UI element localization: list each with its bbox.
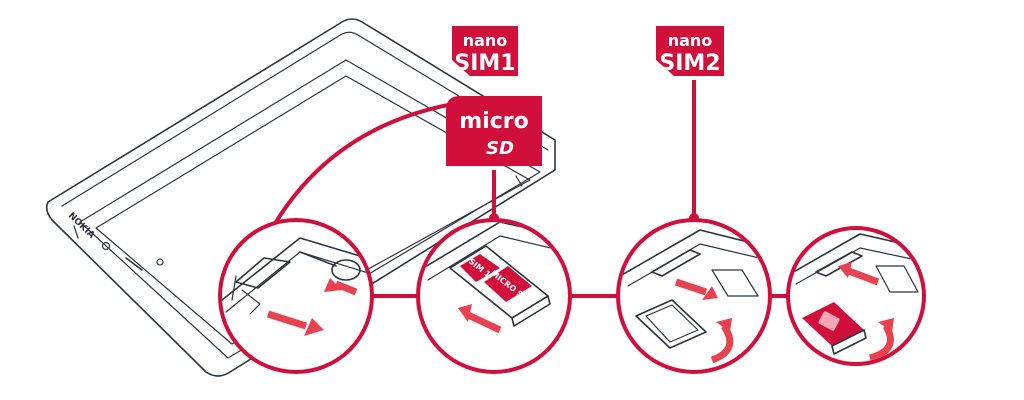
step-circle-open-tray	[218, 218, 374, 374]
push-arrow-icon	[844, 266, 880, 286]
step-circle-flip-tray	[616, 218, 772, 374]
sim-card-icon	[802, 302, 864, 346]
earpiece-speaker	[125, 257, 143, 271]
badge-line2: SIM2	[659, 51, 720, 76]
badge-line2: SIM1	[454, 51, 515, 76]
microsd-logo-line1: micro	[459, 109, 528, 134]
push-arrow-icon	[464, 310, 502, 334]
flip-arrow-icon	[710, 324, 734, 364]
microsd-card-icon	[484, 266, 532, 302]
step-circle-insert-sim2	[786, 226, 926, 366]
proximity-sensor-icon	[156, 258, 164, 266]
push-arrow-icon	[266, 310, 308, 330]
sim1-card-icon	[460, 254, 500, 282]
badge-line1: nano	[668, 31, 713, 50]
nano-sim2-badge: nano SIM2	[656, 26, 724, 76]
tray-outline	[635, 299, 707, 349]
badge-line1: nano	[463, 31, 508, 50]
flip-arrow-icon	[868, 324, 894, 362]
microsd-logo-line2: SD	[486, 138, 514, 159]
eject-pin-icon	[299, 251, 361, 281]
push-arrow-icon	[674, 278, 708, 296]
step-circle-insert-sim1-microsd: SIM 1 MICRO SD	[416, 218, 572, 374]
nano-sim1-badge: nano SIM1	[452, 26, 518, 76]
front-camera-icon	[101, 241, 111, 251]
microsd-badge: micro SD	[446, 96, 542, 166]
